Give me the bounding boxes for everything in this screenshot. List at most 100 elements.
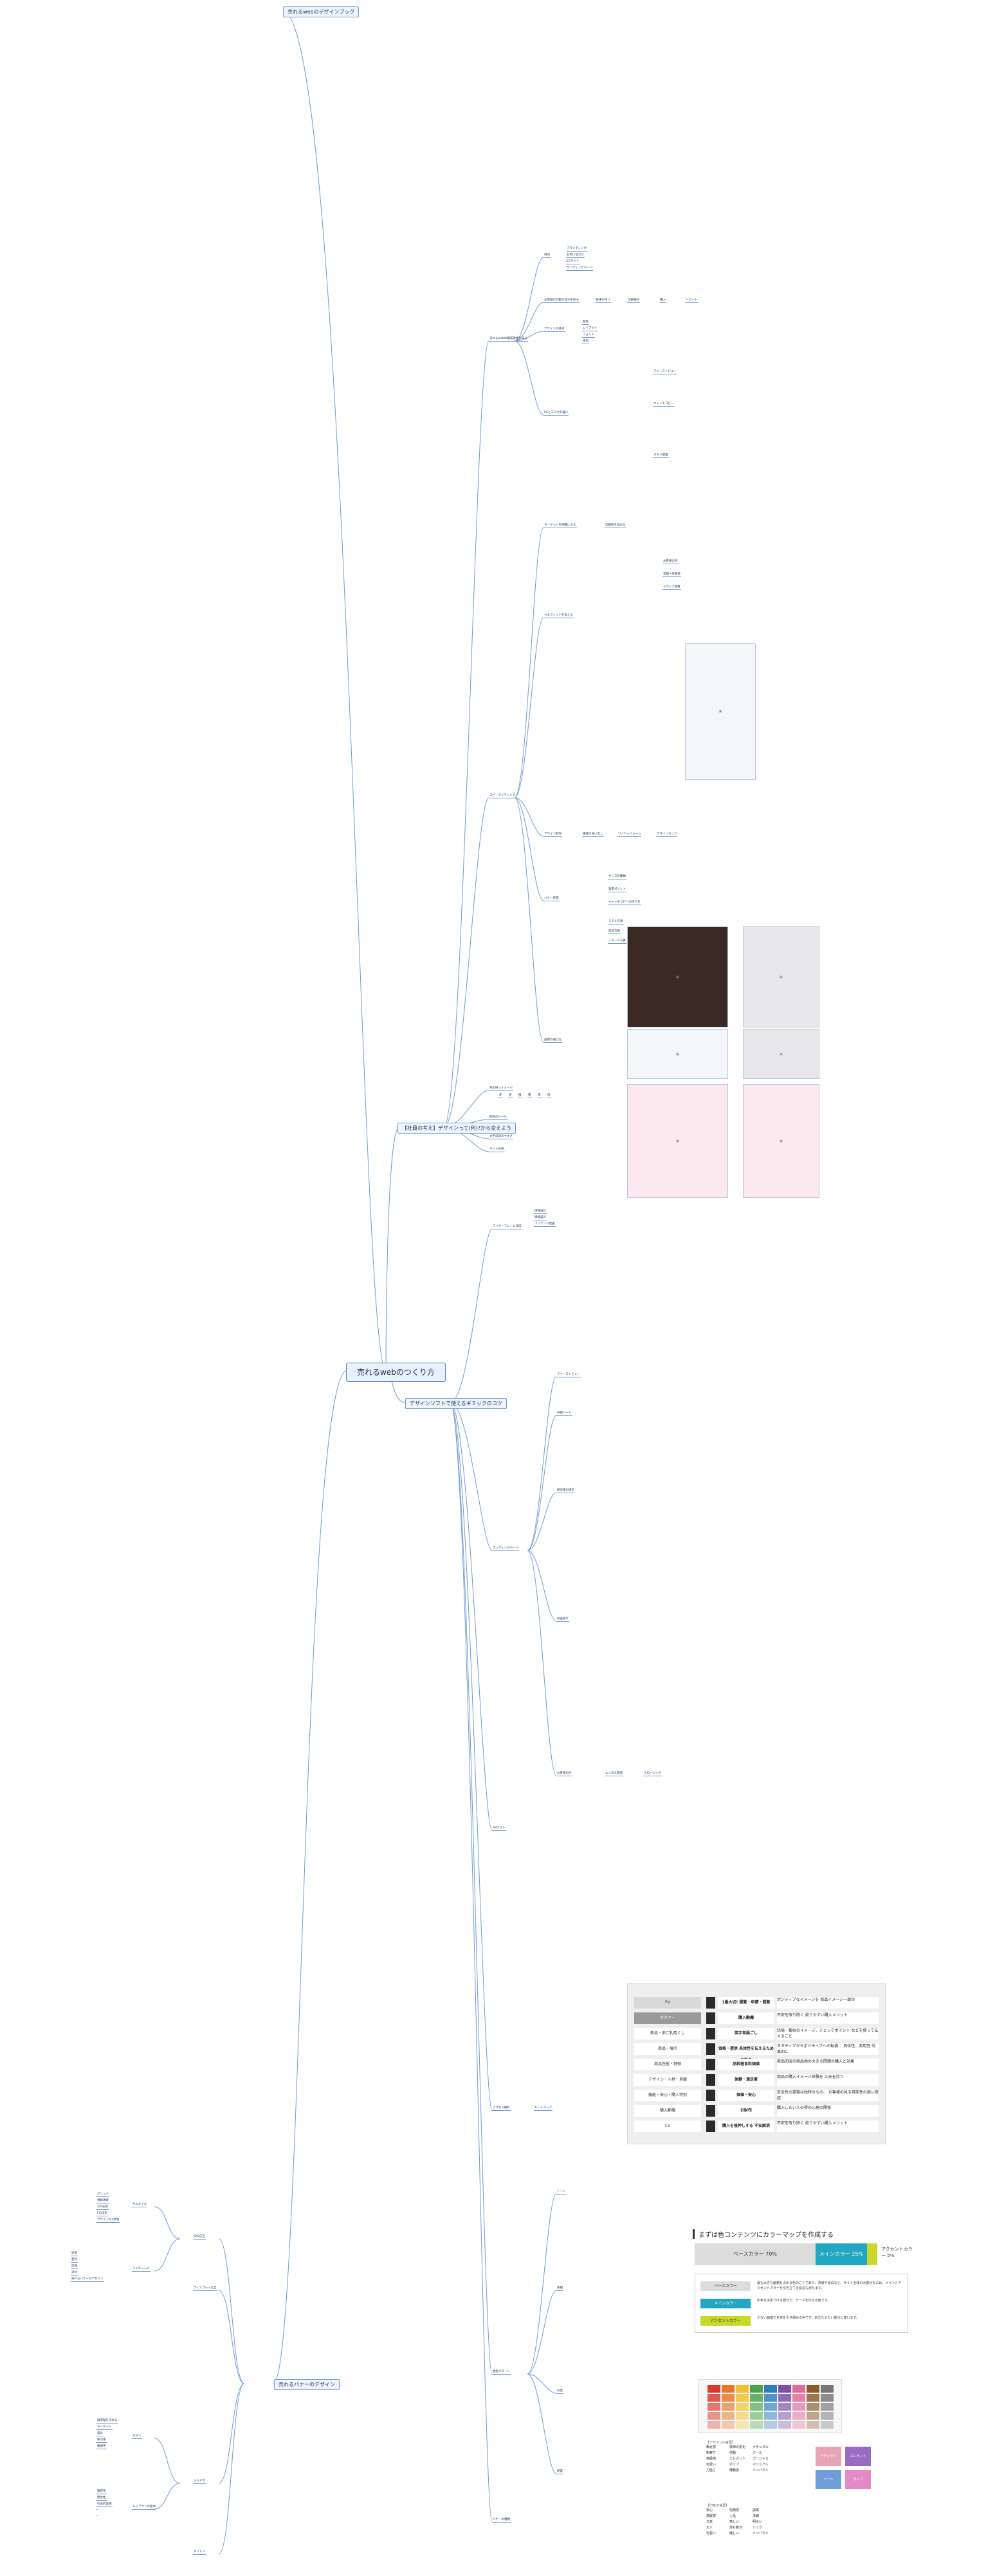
node[interactable]: ABテスト — [492, 1826, 506, 1831]
node[interactable]: 解決策 — [96, 2438, 107, 2443]
node[interactable]: キャッチコピー — [653, 402, 675, 407]
node[interactable]: 比較検討 — [627, 299, 640, 303]
node[interactable]: バナー作成 — [543, 897, 560, 901]
node[interactable]: サムネイル — [132, 2203, 148, 2207]
node[interactable]: ワイヤーフレーム — [617, 833, 642, 837]
node[interactable]: ランディングページ — [492, 1547, 520, 1551]
branch-topic-4[interactable]: 売れるバナーのデザイン — [274, 2379, 340, 2390]
node[interactable]: 色相 — [556, 2286, 563, 2291]
node[interactable]: 情報設計 — [534, 1210, 547, 1214]
node[interactable]: SNS広告 — [193, 2235, 206, 2240]
node[interactable]: 対比 — [71, 2271, 78, 2276]
node[interactable]: 信頼性を高める — [605, 524, 626, 528]
node[interactable]: サイト改善 — [489, 1148, 505, 1152]
node[interactable]: デザインカンプ — [656, 833, 678, 837]
node[interactable]: デザイン制作 — [543, 833, 562, 837]
node[interactable]: 緊急性 — [96, 2496, 107, 2501]
node[interactable]: 反復 — [71, 2265, 78, 2269]
node[interactable]: タイトル — [193, 2550, 206, 2555]
node[interactable]: バナーの種類 — [492, 2518, 511, 2523]
node[interactable]: 余白 — [582, 340, 589, 344]
node[interactable]: 権威性 — [96, 2445, 107, 2449]
node[interactable]: 限定性 — [96, 2490, 107, 2494]
node[interactable]: ECサイト — [566, 260, 580, 264]
node[interactable]: Fの法則 — [96, 2212, 109, 2216]
node[interactable]: 視線誘導 — [96, 2199, 109, 2203]
node[interactable]: 近接 — [71, 2252, 78, 2256]
node[interactable]: グリッド — [96, 2193, 109, 2197]
node[interactable]: 導線設計 — [534, 1216, 547, 1220]
branch-topic-2[interactable]: 【社員の考え】デザインって(何)?から変えよう — [397, 1123, 516, 1134]
node[interactable]: お客様の行動の流れを知る — [543, 299, 580, 303]
node[interactable]: デザインの4原則 — [96, 2218, 120, 2223]
branch-topic-3[interactable]: デザインソフトで使えるギミックのコツ — [405, 1398, 507, 1409]
node[interactable]: 興味を持つ — [595, 299, 611, 303]
node[interactable]: 訴求軸を決める — [96, 2419, 118, 2424]
node[interactable]: 白 — [547, 1094, 551, 1098]
node[interactable] — [96, 2509, 98, 2510]
node[interactable]: 商品紹介 — [556, 1617, 569, 1622]
node[interactable]: デザインの基本 — [543, 327, 565, 332]
node[interactable]: 青 — [508, 1094, 513, 1098]
node[interactable]: 売れるwebの構成要素を知る — [489, 337, 528, 342]
node[interactable]: レイアウト — [582, 327, 598, 331]
node[interactable]: コピーライティング — [489, 794, 516, 798]
node[interactable]: 色の持つイメージ — [489, 1087, 513, 1091]
node[interactable]: リピート — [685, 299, 698, 303]
node[interactable]: 配色 — [582, 320, 589, 325]
node[interactable]: 黒 — [537, 1094, 542, 1098]
node[interactable]: 明度 — [556, 2470, 563, 2474]
node[interactable]: ヒートマップ — [534, 2106, 552, 2111]
node[interactable]: ベネフィットを伝える — [543, 614, 574, 618]
node[interactable]: お客様の声 — [556, 1772, 572, 1776]
node[interactable]: アクセス解析 — [492, 2106, 511, 2111]
node[interactable]: 訴求ポイント — [608, 888, 626, 892]
node[interactable]: ターゲットを明確にする — [543, 524, 577, 528]
node[interactable]: 構成の洗い出し — [582, 833, 604, 837]
node[interactable]: ボタン配置 — [653, 454, 669, 458]
node[interactable]: ディスプレイ広告 — [193, 2286, 217, 2291]
node[interactable]: 配色のルール — [489, 1116, 507, 1120]
node[interactable]: ブランディング — [566, 247, 588, 252]
node[interactable]: ボタン — [132, 2434, 142, 2439]
node[interactable]: 整列 — [71, 2258, 78, 2263]
node[interactable]: トーン — [556, 2190, 567, 2194]
node[interactable]: よくある質問 — [605, 1772, 623, 1776]
node[interactable]: ファーストビュー — [556, 1373, 581, 1377]
node[interactable]: イメージ写真 — [608, 939, 626, 944]
node[interactable]: モデル写真 — [608, 920, 624, 925]
node[interactable]: 黄 — [527, 1094, 532, 1098]
node[interactable]: メディア掲載 — [662, 585, 681, 590]
node[interactable]: コンテンツ配置 — [534, 1222, 556, 1227]
node[interactable]: クロージング — [643, 1772, 662, 1776]
node[interactable]: 実績・受賞歴 — [662, 573, 681, 577]
node[interactable]: 悩み — [96, 2432, 104, 2436]
node[interactable]: お客様の声 — [662, 560, 679, 564]
node[interactable]: 画像の選び方 — [543, 1038, 562, 1043]
node[interactable]: サイズの種類 — [608, 875, 626, 879]
node[interactable]: 共感パート — [556, 1412, 572, 1416]
node[interactable]: ターゲット — [96, 2425, 113, 2430]
node[interactable]: 解決策の提示 — [556, 1489, 575, 1493]
node[interactable]: 売れるバナーのデザイン — [71, 2277, 104, 2282]
node[interactable]: お問い合わせ — [566, 253, 585, 258]
node[interactable]: ファーストビュー — [653, 370, 677, 374]
node[interactable]: PCとスマホの違い — [543, 411, 569, 416]
node[interactable]: 購入 — [659, 299, 666, 303]
node[interactable]: Zの法則 — [96, 2205, 109, 2210]
node[interactable]: 目的 — [543, 253, 551, 258]
node[interactable]: ランディングページ — [566, 266, 594, 271]
node[interactable]: 社会的証明 — [96, 2503, 113, 2507]
node[interactable]: メルマガ — [193, 2479, 206, 2484]
node[interactable]: レイアウトの基本 — [132, 2505, 156, 2510]
root-topic[interactable]: 売れるwebのつくり方 — [346, 1363, 446, 1382]
node[interactable]: 文字の読みやすさ — [489, 1135, 513, 1139]
node[interactable]: 配色パターン — [492, 2370, 511, 2375]
node[interactable]: 赤 — [498, 1094, 503, 1098]
node[interactable]: フォント — [582, 333, 595, 338]
node[interactable]: ワイヤーフレーム作成 — [492, 1225, 522, 1229]
node[interactable]: 彩度 — [556, 2389, 563, 2394]
branch-topic-1[interactable]: 売れるwebのデザインブック — [283, 6, 360, 17]
node[interactable]: アイキャッチ — [132, 2267, 151, 2272]
node[interactable]: 緑 — [518, 1094, 522, 1098]
